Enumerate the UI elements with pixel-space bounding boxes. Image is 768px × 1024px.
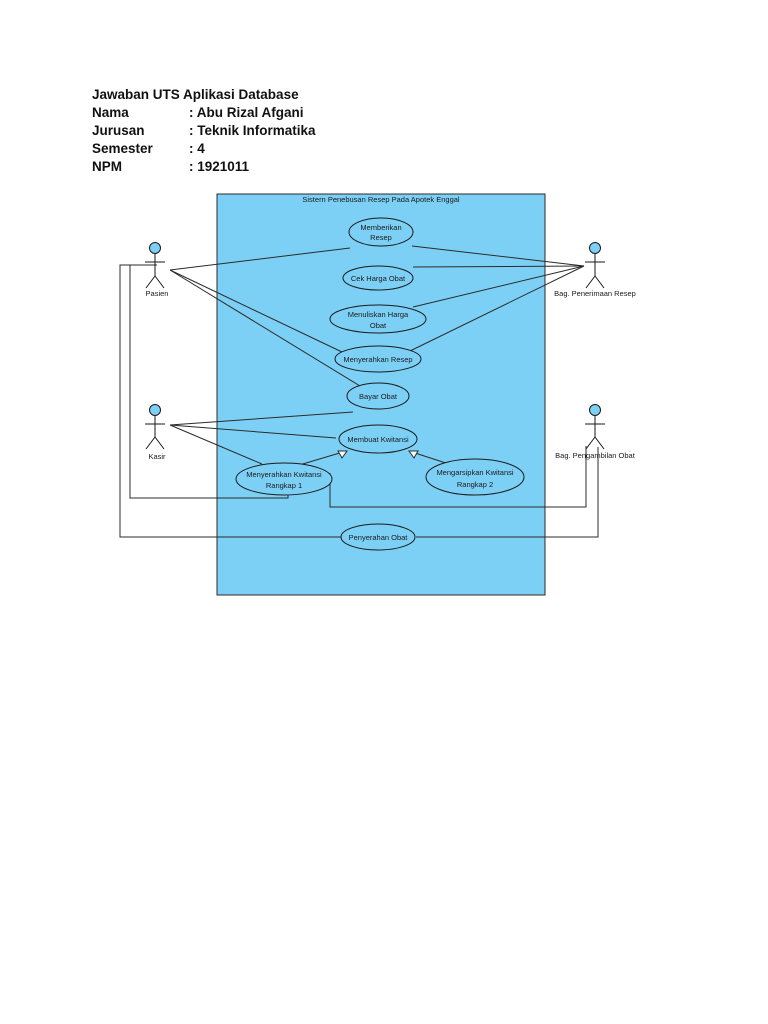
actor-label-penerimaan: Bag. Penerimaan Resep <box>554 289 636 298</box>
actor-label-pasien: Pasien <box>146 289 169 298</box>
actor-pengambilan-obat: Bag. Pengambilan Obat <box>555 404 636 460</box>
header-row-jurusan: Jurusan : Teknik Informatika <box>92 122 316 140</box>
actor-leg <box>145 275 156 289</box>
uc-label: Membuat Kwitansi <box>347 435 409 444</box>
header-value: : Teknik Informatika <box>189 123 316 138</box>
header-label: NPM <box>92 159 122 174</box>
actor-label-kasir: Kasir <box>148 452 166 461</box>
uc-label: Bayar Obat <box>359 392 398 401</box>
answer-header: Jawaban UTS Aplikasi Database Nama : Abu… <box>92 86 316 176</box>
line-penerimaan-memberikan <box>411 245 585 267</box>
line-kasir-bayar <box>169 411 354 426</box>
usecase-menyerahkan-kwitansi <box>235 462 333 496</box>
header-title: Jawaban UTS Aplikasi Database <box>92 87 299 102</box>
header-value: : 1921011 <box>189 159 250 174</box>
header-row-semester: Semester : 4 <box>92 140 316 158</box>
system-title: Sistern Penebusan Resep Pada Apotek Engg… <box>302 195 460 204</box>
actor-kasir: Kasir <box>145 404 166 461</box>
actor-label-pengambilan: Bag. Pengambilan Obat <box>555 451 636 460</box>
line-pengambilan-penyerahan <box>416 447 599 538</box>
actor-head-icon <box>149 404 161 416</box>
line-pasien-penyerahan <box>119 264 342 538</box>
usecase-menyerahkan-resep <box>334 345 422 373</box>
actor-leg <box>594 275 605 289</box>
usecase-membuat-kwitansi <box>338 424 418 454</box>
actor-leg <box>594 436 605 450</box>
header-row-nama: Nama : Abu Rizal Afgani <box>92 104 316 122</box>
usecase-cek-harga-obat <box>342 265 414 291</box>
header-label: Semester <box>92 141 153 156</box>
connection-lines <box>119 245 599 538</box>
usecase-mengarsipkan-kwitansi <box>425 458 525 496</box>
actor-leg <box>585 275 596 289</box>
actor-leg <box>154 436 165 450</box>
line-pasien-memberikan <box>169 247 351 271</box>
uc-label: Cek Harga Obat <box>351 274 406 283</box>
uc-label: Mengarsipkan Kwitansi <box>436 468 513 477</box>
line-pengambilan-kwitansi-elbow <box>329 446 587 508</box>
actor-penerimaan-resep: Bag. Penerimaan Resep <box>554 242 636 298</box>
usecase-bayar-obat <box>346 382 410 410</box>
actor-leg <box>145 436 156 450</box>
actor-leg <box>154 275 165 289</box>
actor-leg <box>585 436 596 450</box>
header-value: : Abu Rizal Afgani <box>189 105 304 120</box>
uc-label: Rangkap 2 <box>457 480 493 489</box>
include-menyerahkan-kwitansi <box>295 451 344 467</box>
include-arrowhead-1 <box>337 450 348 459</box>
header-label: Jurusan <box>92 123 145 138</box>
uc-label: Resep <box>370 233 392 242</box>
header-row-npm: NPM : 1921011 <box>92 158 316 176</box>
line-pasien-bayar <box>169 269 361 387</box>
usecase-memberikan-resep <box>348 217 414 247</box>
line-penerimaan-menyerahkan-resep <box>409 265 585 352</box>
actor-head-icon <box>589 242 601 254</box>
line-kasir-membuat-kwitansi <box>169 424 337 439</box>
line-penerimaan-cek-harga <box>412 265 585 268</box>
usecase-menuliskan-harga <box>329 304 427 334</box>
uc-label: Obat <box>370 321 387 330</box>
line-kasir-menyerahkan-kwitansi <box>169 424 263 465</box>
uc-label: Memberikan <box>360 223 401 232</box>
header-value: : 4 <box>189 141 205 156</box>
uc-label: Menuliskan Harga <box>348 310 409 319</box>
uc-label: Menyerahkan Resep <box>343 355 412 364</box>
uc-label: Menyerahkan Kwitansi <box>246 470 322 479</box>
header-label: Nama <box>92 105 129 120</box>
line-penerimaan-menuliskan <box>412 265 585 308</box>
actor-pasien: Pasien <box>145 242 169 298</box>
usecase-penyerahan-obat <box>340 523 416 551</box>
line-pasien-menyerahkan-resep <box>169 269 343 353</box>
usecase-labels: Memberikan Resep Cek Harga Obat Menulisk… <box>246 223 514 542</box>
uc-label: Penyerahan Obat <box>349 533 409 542</box>
actor-head-icon <box>149 242 161 254</box>
include-arrowhead-2 <box>408 450 419 459</box>
usecases <box>235 217 525 551</box>
uc-label: Rangkap 1 <box>266 481 302 490</box>
actor-head-icon <box>589 404 601 416</box>
